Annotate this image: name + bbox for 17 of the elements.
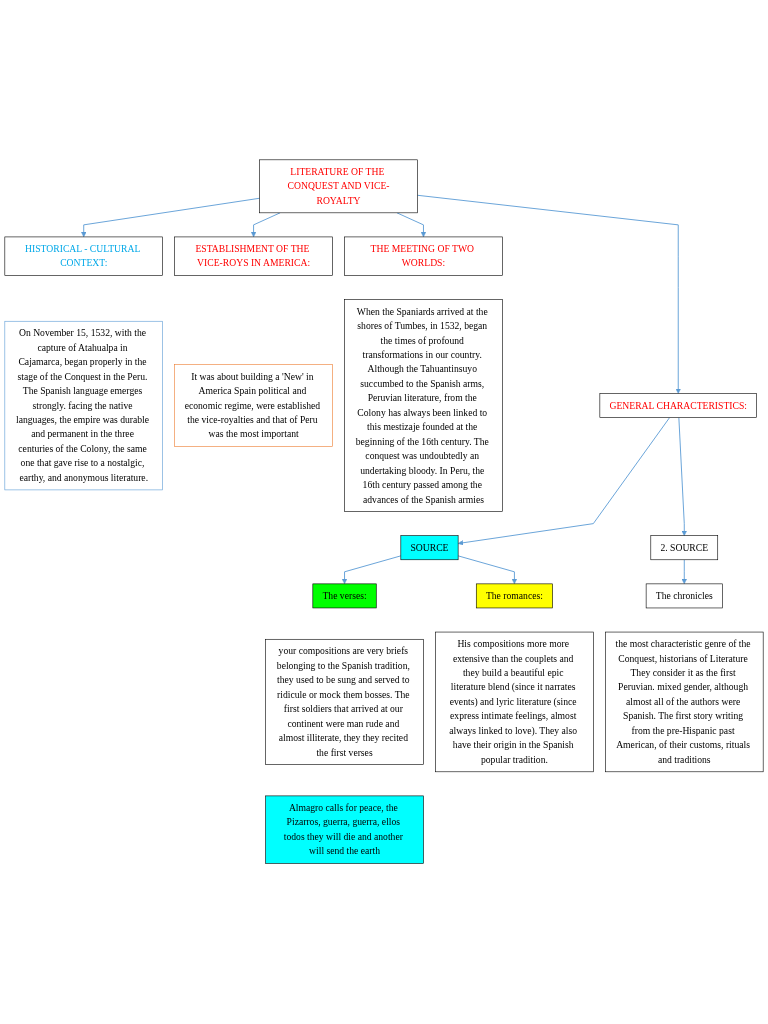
node-box: the most characteristic genre of the Conquest, historians of Literature They consider it as the first Peruvian. mixed gender, although almost all of the authors were Spanish. The first story writing from the pre-Hispanic past American, of their customs, rituals and traditions	[605, 632, 764, 773]
node-box: On November 15, 1532, with the capture of Atahualpa in Cajamarca, began properly in the stage of the Conquest in the Peru. The Spanish language emerges strongly. facing the native languages, the empire was durable and permanent in the three centuries of the Colony, the same one that gave rise to a nostalgic, earthy, and anonymous literature.	[4, 321, 163, 491]
node-box: your compositions are very briefs belonging to the Spanish tradition, they used to be sung and served to ridicule or mock them bosses. The first soldiers that arrived at our continent were man rude and almost illiterate, they they recited the first verses	[265, 639, 424, 766]
node-box: THE MEETING OF TWO WORLDS:	[344, 237, 503, 277]
node-box: LITERATURE OF THE CONQUEST AND VICE-ROYALTY	[259, 159, 418, 214]
node-box: It was about building a 'New' in America Spain political and economic regime, were established the vice-royalties and that of Peru was the most important	[174, 364, 333, 448]
node-box: GENERAL CHARACTERISTICS:	[599, 393, 757, 419]
node-box: SOURCE	[400, 535, 459, 561]
node-box: When the Spaniards arrived at the shores of Tumbes, in 1532, began the times of profound transformations in our country. Although the Tahuantinsuyo succumbed to the Spanish arms, Peruvian literature, from the Colony has always been linked to this mestizaje founded at the beginning of the 16th century. The conquest was undoubtedly an undertaking bloody. In Peru, the 16th century passed among the advances of the Spanish armies	[344, 299, 503, 513]
node-box: 2. SOURCE	[650, 535, 719, 561]
node-box: The verses:	[312, 583, 377, 609]
node-box: ESTABLISHMENT OF THE VICE-ROYS IN AMERICA:	[174, 237, 333, 277]
node-box: HISTORICAL - CULTURAL CONTEXT:	[4, 237, 163, 277]
node-box: The romances:	[475, 583, 553, 609]
node-box: Almagro calls for peace, the Pizarros, guerra, guerra, ellos todos they will die and another will send the earth	[265, 796, 424, 865]
node-box: The chronicles	[645, 583, 723, 609]
node-box: His compositions more more extensive than the couplets and they build a beautiful epic literature blend (since it narrates events) and lyric literature (since express intimate feelings, almost always linked to love). They also have their origin in the Spanish popular tradition.	[435, 632, 594, 773]
